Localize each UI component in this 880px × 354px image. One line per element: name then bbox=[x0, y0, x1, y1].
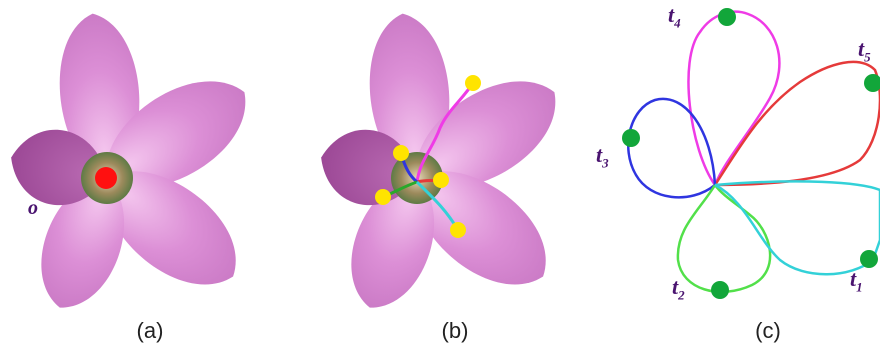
tip-point bbox=[375, 189, 391, 205]
loop-t5 bbox=[715, 62, 880, 185]
origin-point bbox=[95, 167, 117, 189]
tip-label-t5: t5 bbox=[858, 38, 871, 63]
tip-point bbox=[860, 250, 878, 268]
loop-t2 bbox=[678, 185, 770, 292]
tip-label-t2: t2 bbox=[672, 276, 685, 301]
panel-c bbox=[622, 8, 880, 299]
panel-c-caption: (c) bbox=[738, 318, 798, 344]
tip-point bbox=[433, 172, 449, 188]
loop-t4 bbox=[688, 12, 779, 185]
origin-label: o bbox=[28, 198, 38, 218]
panel-b bbox=[313, 10, 576, 320]
panel-a bbox=[3, 10, 266, 320]
tip-point bbox=[718, 8, 736, 26]
flower-b bbox=[313, 10, 576, 320]
tip-label-t3: t3 bbox=[596, 144, 609, 169]
panel-b-caption: (b) bbox=[425, 318, 485, 344]
tip-point bbox=[465, 75, 481, 91]
loop-t1 bbox=[715, 181, 880, 274]
panel-a-caption: (a) bbox=[120, 318, 180, 344]
tip-label-t1: t1 bbox=[850, 268, 863, 293]
loop-t3 bbox=[628, 99, 715, 197]
tip-point bbox=[864, 74, 880, 92]
tip-point bbox=[393, 145, 409, 161]
tip-point bbox=[711, 281, 729, 299]
tip-point bbox=[450, 222, 466, 238]
flower-a bbox=[3, 10, 266, 320]
tip-point bbox=[622, 129, 640, 147]
tip-label-t4: t4 bbox=[668, 4, 681, 29]
